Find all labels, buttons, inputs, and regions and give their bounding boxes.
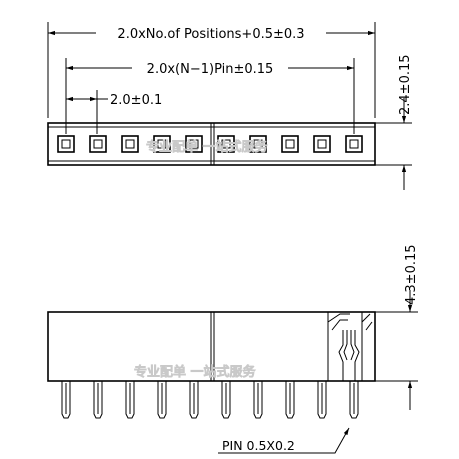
position-hole: [185, 135, 203, 153]
position-hole-inner: [157, 139, 167, 149]
position-hole: [121, 135, 139, 153]
contact-section: [327, 312, 373, 381]
pitch-dimension: 2.0±0.1: [66, 93, 162, 108]
pin: [189, 381, 199, 419]
pin: [221, 381, 231, 419]
pin: [157, 381, 167, 419]
position-hole-inner: [285, 139, 295, 149]
position-hole-inner: [189, 139, 199, 149]
position-hole-inner: [317, 139, 327, 149]
pin: [253, 381, 263, 419]
top-height-dimension: 2.4±0.15: [398, 54, 413, 190]
position-hole: [249, 135, 267, 153]
position-hole-inner: [125, 139, 135, 149]
top-view: 2.0xNo.of Positions+0.5±0.3 2.0x(N−1)Pin…: [47, 22, 413, 190]
side-height-dimension: 4.3±0.15: [404, 244, 419, 410]
position-hole: [89, 135, 107, 153]
position-hole: [57, 135, 75, 153]
pins: [61, 381, 359, 419]
total-length-label: 2.0xNo.of Positions+0.5±0.3: [117, 27, 304, 42]
pin: [317, 381, 327, 419]
pin: [349, 381, 359, 419]
position-holes: [57, 135, 363, 153]
pin: [285, 381, 295, 419]
position-hole: [153, 135, 171, 153]
watermark-top: 专业配单 一站式服务: [146, 139, 269, 155]
position-hole: [281, 135, 299, 153]
pin-size-callout: PIN 0.5X0.2: [218, 427, 350, 454]
total-length-dimension: 2.0xNo.of Positions+0.5±0.3: [48, 24, 375, 42]
position-hole-inner: [93, 139, 103, 149]
position-hole-inner: [349, 139, 359, 149]
side-view: 4.3±0.15 PIN 0.5X0.2 专业配单 一站式服务: [47, 244, 419, 454]
side-height-label: 4.3±0.15: [404, 244, 419, 305]
pin-size-label: PIN 0.5X0.2: [222, 438, 295, 453]
position-hole-inner: [221, 139, 231, 149]
pin: [93, 381, 103, 419]
position-hole: [217, 135, 235, 153]
pitch-label: 2.0±0.1: [110, 93, 162, 108]
position-hole-inner: [61, 139, 71, 149]
top-height-label: 2.4±0.15: [398, 54, 413, 115]
pin: [61, 381, 71, 419]
pin-span-dimension: 2.0x(N−1)Pin±0.15: [66, 59, 354, 77]
watermark-side: 专业配单 一站式服务: [134, 364, 257, 380]
position-hole: [313, 135, 331, 153]
position-hole: [345, 135, 363, 153]
pin-span-label: 2.0x(N−1)Pin±0.15: [147, 62, 274, 77]
pin: [125, 381, 135, 419]
position-hole-inner: [253, 139, 263, 149]
